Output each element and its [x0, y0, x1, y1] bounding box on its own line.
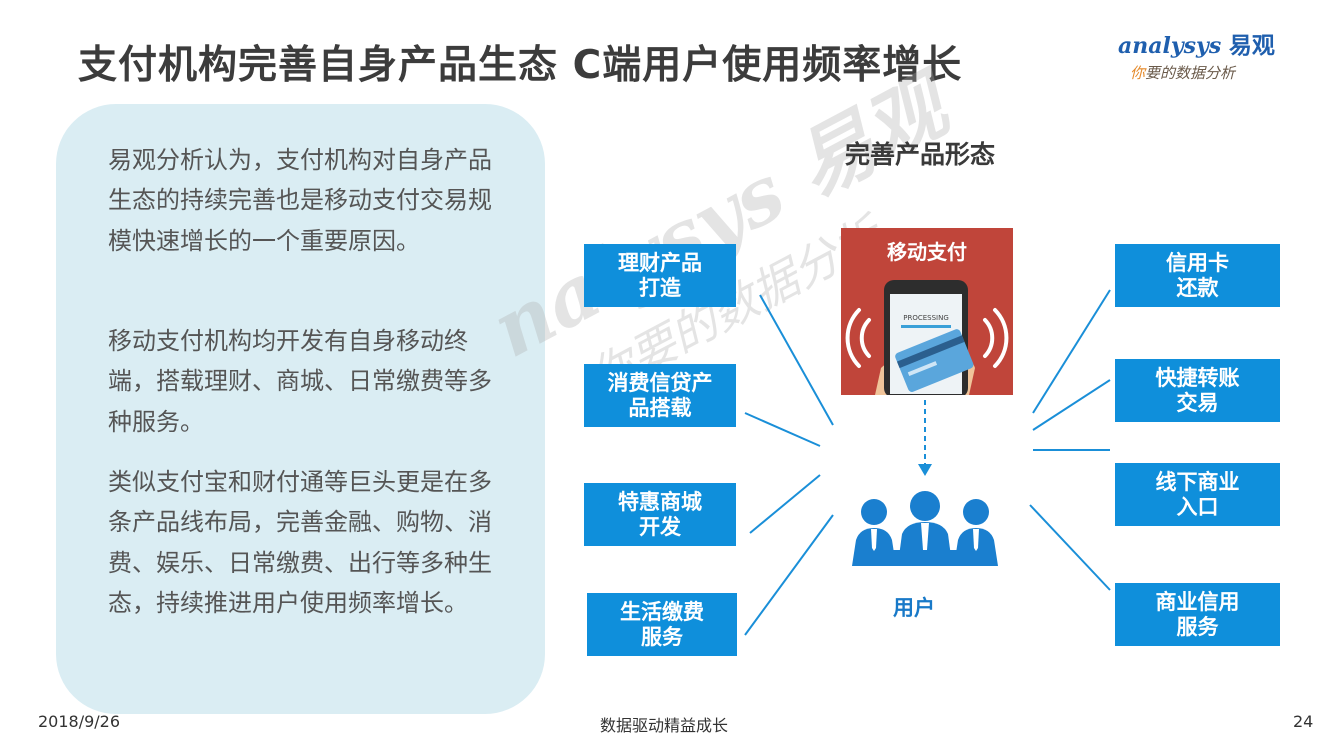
box-utility-payment: 生活缴费服务 — [587, 593, 737, 656]
connector-line-right-4 — [1029, 504, 1111, 591]
box-offline-commerce: 线下商业入口 — [1115, 463, 1280, 526]
logo-brand-initial: a — [1118, 33, 1133, 59]
analysis-paragraph-2: 移动支付机构均开发有自身移动终端，搭载理财、商城、日常缴费等多种服务。 — [108, 327, 492, 436]
box-quick-transfer: 快捷转账交易 — [1115, 359, 1280, 422]
box-discount-mall: 特惠商城开发 — [584, 483, 736, 546]
box-line: 服务 — [641, 624, 683, 649]
connector-line-left-1 — [759, 294, 834, 426]
logo-slogan: 你要的数据分析 — [1130, 62, 1308, 83]
box-line: 服务 — [1176, 614, 1219, 639]
connector-line-left-3 — [749, 474, 821, 534]
connector-line-right-1 — [1032, 289, 1111, 414]
logo-brand-en: nalysys — [1132, 33, 1222, 59]
box-line: 打造 — [639, 275, 681, 300]
analysys-logo: analysys 易观 你要的数据分析 — [1118, 26, 1308, 83]
page-number: 24 — [1293, 712, 1314, 731]
box-line: 交易 — [1176, 390, 1219, 415]
footer-slogan: 数据驱动精益成长 — [600, 716, 729, 735]
svg-text:PROCESSING: PROCESSING — [903, 314, 949, 322]
box-line: 快捷转账 — [1155, 365, 1240, 390]
box-credit-card-repayment: 信用卡还款 — [1115, 244, 1280, 307]
connector-line-left-4 — [744, 514, 834, 636]
analysis-text-panel: 易观分析认为，支付机构对自身产品生态的持续完善也是移动支付交易规模快速增长的一个… — [56, 104, 545, 714]
box-commercial-credit: 商业信用服务 — [1115, 583, 1280, 646]
connector-line-left-2 — [744, 412, 821, 447]
box-line: 还款 — [1176, 275, 1219, 300]
mobile-payment-panel: 移动支付 PROCESSING — [841, 228, 1013, 395]
footer-date: 2018/9/26 — [38, 712, 121, 731]
analysis-paragraph-1: 易观分析认为，支付机构对自身产品生态的持续完善也是移动支付交易规模快速增长的一个… — [108, 146, 492, 255]
users-icon — [852, 491, 998, 566]
box-wealth-products: 理财产品打造 — [584, 244, 736, 307]
box-line: 商业信用 — [1155, 589, 1240, 614]
logo-slogan-rest: 要的数据分析 — [1145, 64, 1236, 82]
box-line: 品搭载 — [628, 395, 692, 420]
box-line: 消费信贷产 — [607, 370, 713, 395]
connector-line-right-2 — [1032, 379, 1111, 431]
box-consumer-credit: 消费信贷产品搭载 — [584, 364, 736, 427]
logo-brand-cn: 易观 — [1228, 33, 1275, 59]
logo-slogan-first: 你 — [1130, 64, 1146, 82]
mobile-payment-label: 移动支付 — [887, 240, 967, 264]
box-line: 生活缴费 — [620, 599, 704, 624]
box-line: 线下商业 — [1155, 469, 1240, 494]
logo-brand: analysys 易观 — [1118, 26, 1308, 60]
box-line: 开发 — [639, 514, 681, 539]
diagram-title: 完善产品形态 — [845, 140, 996, 169]
page-title: 支付机构完善自身产品生态 C端用户使用频率增长 — [78, 43, 963, 88]
analysis-paragraph-3: 类似支付宝和财付通等巨头更是在多条产品线布局，完善金融、购物、消费、娱乐、日常缴… — [108, 468, 492, 618]
box-line: 特惠商城 — [618, 489, 702, 514]
users-label: 用户 — [893, 596, 935, 620]
box-line: 信用卡 — [1166, 250, 1229, 275]
box-line: 入口 — [1176, 494, 1219, 519]
phone-icon: PROCESSING — [845, 280, 1009, 395]
dashed-arrow-head — [918, 464, 932, 476]
box-line: 理财产品 — [618, 250, 702, 275]
